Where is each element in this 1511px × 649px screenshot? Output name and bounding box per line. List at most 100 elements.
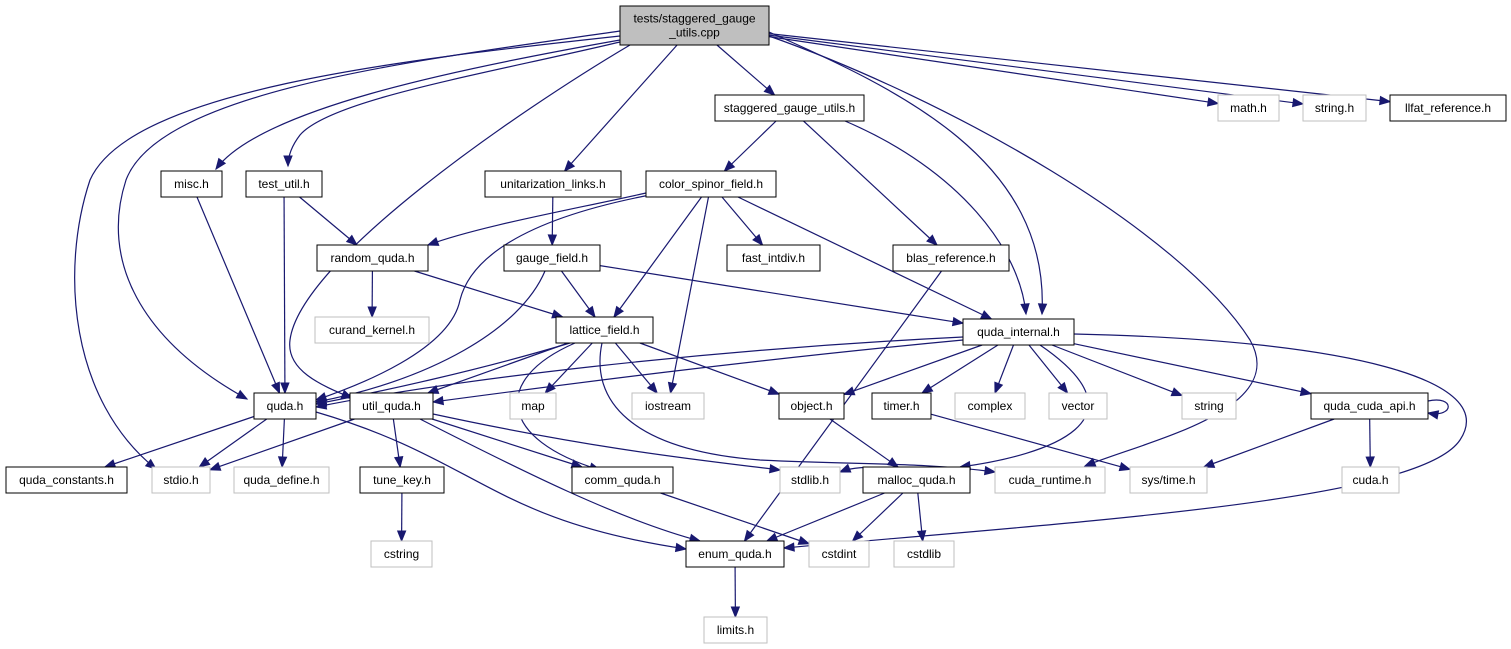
edge-line — [283, 196, 286, 394]
node-lattice-field-h[interactable]: lattice_field.h — [555, 316, 654, 344]
edge-line — [315, 411, 687, 550]
edge-arrowhead — [198, 457, 211, 468]
edge-arrowhead — [926, 234, 938, 246]
edge-color_spinor_field_h-to-iostream — [667, 196, 710, 395]
node-box — [1048, 392, 1108, 420]
node-box — [994, 466, 1106, 494]
node-label: limits.h — [717, 623, 754, 637]
edge-line — [613, 196, 703, 318]
node-box — [778, 392, 845, 420]
edge-arrowhead — [1379, 95, 1392, 106]
node-staggered-gauge-utils-h[interactable]: staggered_gauge_utils.h — [714, 94, 865, 122]
node-fast-intdiv-h[interactable]: fast_intdiv.h — [726, 244, 821, 272]
edge-lattice_field_h-to-object_h — [639, 342, 781, 395]
edge-quda_cuda_api_h-to-cuda_h — [1365, 418, 1375, 469]
node-label: random_quda.h — [330, 251, 414, 265]
node-blas-reference-h[interactable]: blas_reference.h — [892, 244, 1010, 272]
node-label: quda_internal.h — [977, 325, 1060, 339]
node-box — [892, 244, 1010, 272]
edge-line — [74, 35, 621, 470]
edge-line — [768, 31, 1043, 315]
edge-lattice_field_h-to-iostream — [614, 342, 659, 395]
node-box — [862, 466, 971, 494]
node-tune-key-h[interactable]: tune_key.h — [359, 466, 445, 494]
edge-line — [599, 265, 964, 324]
edge-line — [299, 196, 358, 246]
edge-root-to-util_quda_h — [289, 44, 631, 399]
node-box — [253, 392, 317, 420]
node-object-h[interactable]: object.h — [778, 392, 845, 420]
node-comm-quda-h[interactable]: comm_quda.h — [571, 466, 674, 494]
edge-line — [215, 39, 621, 170]
edge-staggered_gauge_utils_h-to-color_spinor_field_h — [723, 120, 777, 172]
node-box — [726, 244, 821, 272]
edge-line — [287, 41, 621, 167]
node-box — [871, 392, 932, 420]
node-gauge-field-h[interactable]: gauge_field.h — [503, 244, 601, 272]
edge-color_spinor_field_h-to-fast_intdiv_h — [721, 196, 764, 247]
node-curand-kernel-h: curand_kernel.h — [314, 316, 430, 344]
edge-arrowhead — [613, 305, 624, 319]
edge-line — [959, 344, 1089, 468]
node-box — [5, 466, 128, 494]
node-enum-quda-h[interactable]: enum_quda.h — [685, 540, 785, 568]
node-label: unitarization_links.h — [500, 177, 605, 191]
edge-line — [852, 492, 904, 542]
edge-enum_quda_h-to-limits_h — [730, 566, 741, 619]
node-cstdint: cstdint — [808, 540, 870, 568]
node-box — [808, 540, 870, 568]
node-box — [631, 392, 705, 420]
edge-line — [431, 418, 583, 468]
edge-line — [427, 192, 647, 246]
node-label: blas_reference.h — [906, 251, 995, 265]
edge-arrowhead — [393, 455, 404, 469]
edge-quda_h-to-stdio_h — [198, 418, 268, 468]
edge-line — [1203, 418, 1335, 468]
edge-gauge_field_h-to-quda_internal_h — [599, 265, 965, 327]
edge-util_quda_h-to-tune_key_h — [392, 418, 404, 469]
node-label: quda_constants.h — [19, 473, 114, 487]
node-box — [245, 170, 323, 198]
node-random-quda-h[interactable]: random_quda.h — [316, 244, 429, 272]
edge-line — [716, 44, 775, 96]
node-quda-constants-h[interactable]: quda_constants.h — [5, 466, 128, 494]
edge-line — [196, 196, 281, 394]
node-quda-internal-h[interactable]: quda_internal.h — [962, 318, 1075, 346]
node-test-util-h[interactable]: test_util.h — [245, 170, 323, 198]
node-util-quda-h[interactable]: util_quda.h — [349, 392, 434, 420]
edge-lattice_field_h-to-util_quda_h — [426, 342, 569, 394]
node-misc-h[interactable]: misc.h — [160, 170, 223, 198]
node-llfat-reference-h[interactable]: llfat_reference.h — [1389, 94, 1507, 122]
edge-util_quda_h-to-enum_quda_h — [419, 418, 702, 543]
node-box — [1217, 94, 1280, 122]
node-label: misc.h — [174, 177, 209, 191]
node-cstring: cstring — [370, 540, 433, 568]
edge-line — [614, 342, 658, 394]
edge-arrowhead — [763, 84, 776, 96]
node-quda-cuda-api-h[interactable]: quda_cuda_api.h — [1310, 392, 1429, 420]
node-quda-h[interactable]: quda.h — [253, 392, 317, 420]
node-color-spinor-field-h[interactable]: color_spinor_field.h — [645, 170, 777, 198]
edge-misc_h-to-quda_h — [196, 196, 281, 395]
edge-arrowhead — [674, 542, 688, 553]
edge-lattice_field_h-to-map — [544, 342, 593, 394]
edge-line — [544, 342, 593, 394]
edge-line — [803, 120, 938, 246]
node-label: cuda_runtime.h — [1009, 473, 1092, 487]
node-malloc-quda-h[interactable]: malloc_quda.h — [862, 466, 971, 494]
edge-root-to-string_h — [768, 34, 1305, 108]
edge-quda_internal_h-to-string — [1051, 344, 1184, 397]
edge-arrowhead — [646, 381, 659, 395]
edge-quda_internal_h-to-quda_cuda_api_h — [1073, 343, 1313, 397]
node-timer-h[interactable]: timer.h — [871, 392, 932, 420]
node-root[interactable]: tests/staggered_gauge_utils.cpp — [619, 5, 770, 46]
edge-line — [660, 492, 810, 545]
node-box — [1302, 94, 1367, 122]
edge-quda_h-to-quda_constants_h — [103, 415, 255, 469]
node-label: quda.h — [267, 399, 304, 413]
edge-arrowhead — [838, 463, 852, 473]
node-label: stdlib.h — [791, 473, 829, 487]
node-unitarization-links-h[interactable]: unitarization_links.h — [484, 170, 622, 198]
node-label: test_util.h — [258, 177, 309, 191]
edge-arrowhead — [271, 381, 281, 395]
